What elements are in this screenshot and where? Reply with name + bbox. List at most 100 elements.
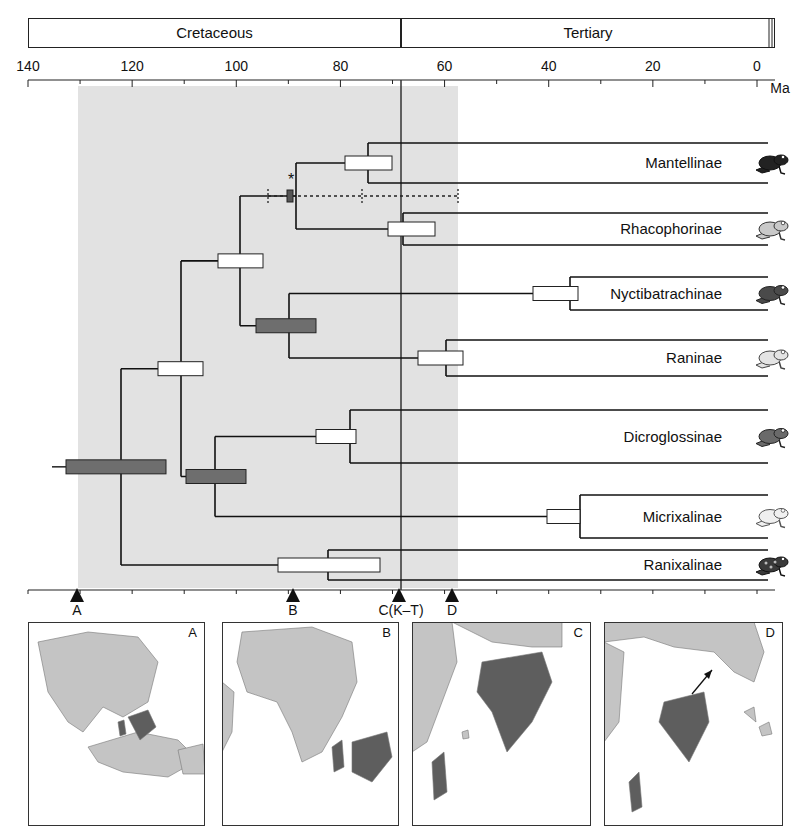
map-letter: D xyxy=(764,626,777,641)
india-madagascar-landmass xyxy=(332,740,344,772)
axis-tick xyxy=(600,80,601,84)
axis-tick xyxy=(392,590,393,594)
axis-tick xyxy=(757,590,758,594)
tree-branch xyxy=(368,142,768,144)
axis-tick xyxy=(184,590,185,594)
axis-tick xyxy=(757,80,758,87)
axis-tick-label: 140 xyxy=(16,58,39,74)
axis-tick xyxy=(548,590,549,594)
tree-branch xyxy=(446,339,768,341)
tree-branch xyxy=(403,212,768,214)
confidence-box xyxy=(316,430,356,444)
calibration-box xyxy=(287,190,293,202)
axis-tick-label: 80 xyxy=(333,58,349,74)
period-box: Tertiary xyxy=(401,18,775,48)
axis-tick xyxy=(652,80,653,87)
frog-spot xyxy=(770,566,773,569)
axis-tick-label: 60 xyxy=(437,58,453,74)
frog-head xyxy=(774,286,788,296)
taxon-name: Dicroglossinae xyxy=(624,428,722,445)
confidence-box xyxy=(218,254,263,268)
landmass xyxy=(604,642,624,742)
frog-icon xyxy=(756,509,788,528)
confidence-box xyxy=(388,222,435,236)
calibration-tick xyxy=(457,189,458,203)
axis-tick-label: 20 xyxy=(645,58,661,74)
confidence-box xyxy=(66,460,166,474)
confidence-box xyxy=(186,470,246,484)
india-madagascar-landmass xyxy=(128,710,156,740)
map-drawing xyxy=(38,632,205,777)
taxon-name: Mantellinae xyxy=(645,154,722,171)
landmass xyxy=(222,682,234,752)
period-name: Cretaceous xyxy=(176,24,253,41)
event-label: C(K–T) xyxy=(378,602,423,618)
axis-unit: Ma xyxy=(770,80,789,96)
axis-tick xyxy=(704,590,705,594)
frog-eye xyxy=(781,557,785,561)
tree-branch xyxy=(580,494,768,496)
axis-tick-label: 100 xyxy=(225,58,248,74)
frog-icon xyxy=(756,286,788,305)
frog-head xyxy=(774,350,788,360)
landmass xyxy=(604,622,764,682)
india-madagascar-landmass xyxy=(659,692,709,762)
axis-tick xyxy=(340,590,341,594)
frog-eye xyxy=(781,509,785,513)
frog-icon xyxy=(756,221,788,240)
map-drawing xyxy=(222,627,392,782)
frog-icon xyxy=(756,557,788,576)
event-marker xyxy=(392,588,406,602)
frog-eye xyxy=(781,155,785,159)
map-panel: D xyxy=(604,622,783,826)
frog-eye xyxy=(781,429,785,433)
frog-head xyxy=(774,221,788,231)
map-panel: B xyxy=(222,622,399,826)
axis-tick xyxy=(236,590,237,594)
drift-arrow xyxy=(692,670,712,694)
tree-branch xyxy=(580,537,768,539)
frog-leg xyxy=(779,232,785,240)
frog-head xyxy=(774,557,788,567)
period-name: Tertiary xyxy=(563,24,612,41)
landmass xyxy=(412,622,457,752)
india-madagascar-landmass xyxy=(352,732,392,782)
landmass xyxy=(744,707,756,722)
calibration-asterisk: * xyxy=(288,171,294,189)
time-axes xyxy=(28,18,775,594)
tree-branch xyxy=(350,462,768,464)
calibration-tick xyxy=(267,189,268,203)
map-panel: C xyxy=(412,622,591,826)
axis-tick xyxy=(132,80,133,87)
tree-branch xyxy=(328,579,768,581)
axis-tick xyxy=(236,80,237,87)
taxon-name: Micrixalinae xyxy=(643,508,722,525)
map-drawing xyxy=(604,622,772,812)
landmass xyxy=(462,730,469,739)
drift-arrowhead xyxy=(704,670,712,679)
frog-eye xyxy=(781,350,785,354)
axis-tick xyxy=(288,80,289,84)
tree-branch xyxy=(403,244,768,246)
axis-tick xyxy=(80,590,81,594)
tree-branch xyxy=(570,276,768,278)
india-madagascar-landmass xyxy=(118,720,126,736)
taxon-name: Raninae xyxy=(666,349,722,366)
axis-tick-label: 0 xyxy=(753,58,761,74)
axis-tick xyxy=(496,80,497,84)
taxon-name: Ranixalinae xyxy=(644,556,722,573)
india-madagascar-landmass xyxy=(477,652,552,752)
calibration-line xyxy=(268,195,458,196)
frog-icon xyxy=(756,155,788,174)
error-whisker xyxy=(52,466,66,467)
axis-tick xyxy=(184,80,185,84)
taxon-name: Nyctibatrachinae xyxy=(610,285,722,302)
frog-head xyxy=(774,509,788,519)
frog-leg xyxy=(779,520,785,528)
event-label: D xyxy=(447,602,457,618)
axis-tick xyxy=(548,80,549,87)
confidence-box xyxy=(278,558,380,572)
frog-leg xyxy=(779,297,785,305)
frog-leg xyxy=(779,440,785,448)
